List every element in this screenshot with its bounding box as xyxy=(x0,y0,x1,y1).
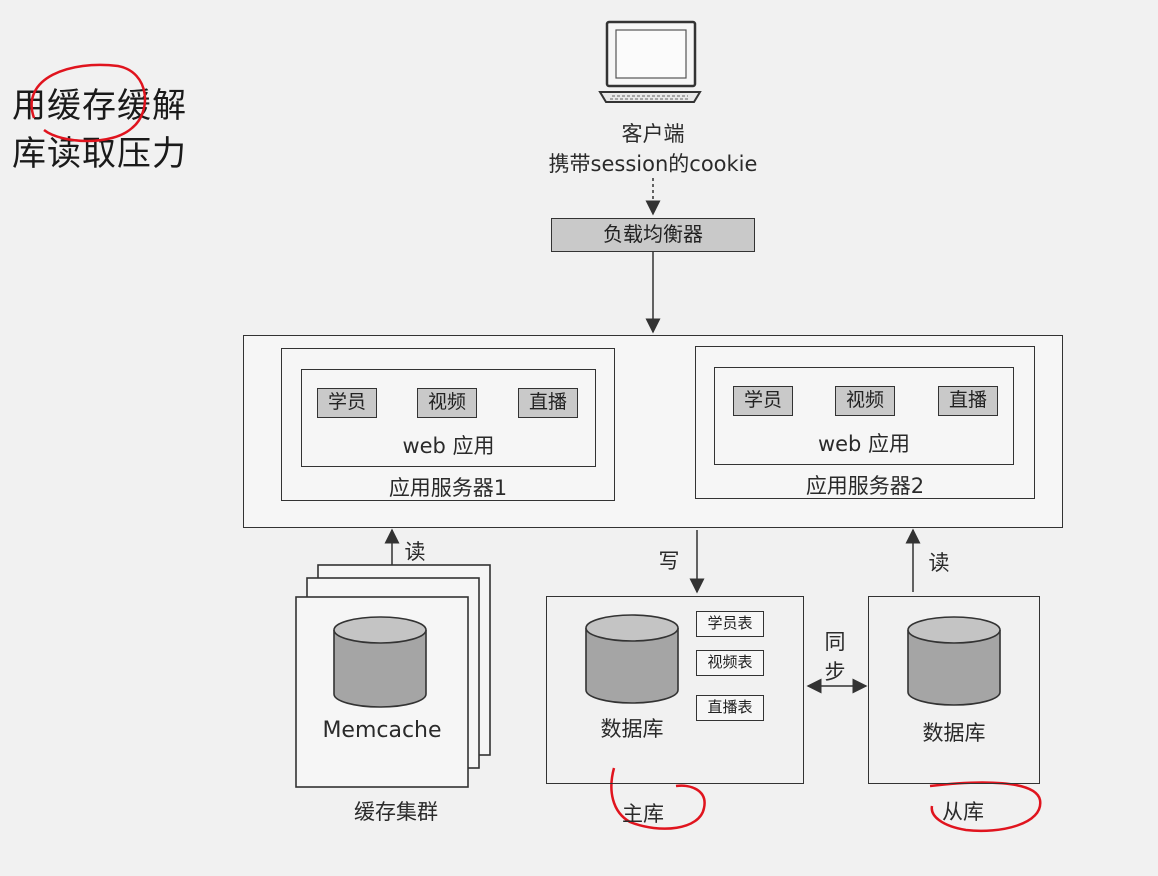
master-db-caption: 主库 xyxy=(622,802,664,826)
cache-label: Memcache xyxy=(322,718,442,743)
client-title: 客户端 xyxy=(621,122,685,146)
master-db-icon xyxy=(585,614,679,704)
web-app-2-label: web 应用 xyxy=(817,432,911,456)
table-3: 直播表 xyxy=(696,695,764,721)
module-1-1: 学员 xyxy=(317,388,377,418)
write-label: 写 xyxy=(658,549,680,573)
cache-caption: 缓存集群 xyxy=(354,800,438,824)
app-server-2-label: 应用服务器2 xyxy=(805,474,925,498)
slave-read-label: 读 xyxy=(928,551,950,575)
note-line-1: 用缓存缓解 xyxy=(12,86,187,126)
sync-label-2: 步 xyxy=(824,660,846,684)
cache-read-label: 读 xyxy=(404,540,426,564)
slave-db-icon xyxy=(907,616,1001,706)
module-2-1: 学员 xyxy=(733,386,793,416)
master-db-label: 数据库 xyxy=(600,717,664,741)
module-2-3: 直播 xyxy=(938,386,998,416)
sync-label-1: 同 xyxy=(824,630,846,654)
annotation-circle-master xyxy=(610,767,706,830)
table-2: 视频表 xyxy=(696,650,764,676)
slave-db-label: 数据库 xyxy=(922,721,986,745)
table-1: 学员表 xyxy=(696,611,764,637)
master-db-box xyxy=(546,596,804,784)
slave-db-caption: 从库 xyxy=(942,800,984,824)
client-subtitle: 携带session的cookie xyxy=(548,152,758,176)
cache-db-icon xyxy=(333,616,427,708)
app-server-1-label: 应用服务器1 xyxy=(388,476,508,500)
module-1-2: 视频 xyxy=(417,388,477,418)
module-1-3: 直播 xyxy=(518,388,578,418)
web-app-2 xyxy=(714,367,1014,465)
load-balancer: 负载均衡器 xyxy=(551,218,755,252)
annotation-circle-slave xyxy=(929,781,1042,833)
annotation-circle-note xyxy=(30,63,147,143)
web-app-1-label: web 应用 xyxy=(402,434,495,458)
slave-db-box xyxy=(868,596,1040,784)
web-app-1 xyxy=(301,369,596,467)
module-2-2: 视频 xyxy=(835,386,895,416)
computer-icon xyxy=(598,20,702,103)
